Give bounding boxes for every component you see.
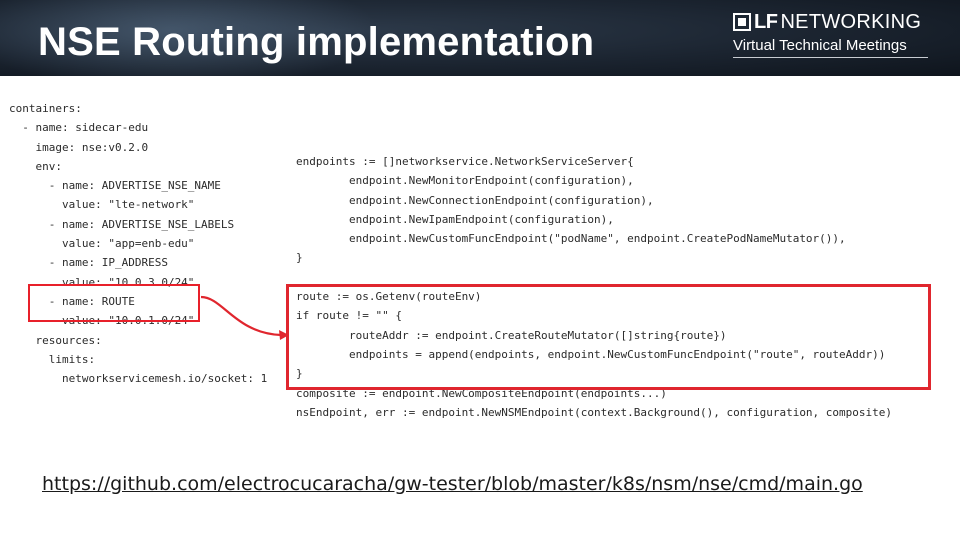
yaml-line: env: [9,159,62,173]
yaml-line: - name: ADVERTISE_NSE_LABELS [9,217,235,231]
go-line: routeAddr := endpoint.CreateRouteMutator… [296,328,727,342]
go-line: endpoints := []networkservice.NetworkSer… [296,155,634,168]
yaml-line: - name: sidecar-edu [9,121,149,135]
yaml-line: resources: [9,333,102,347]
github-source-link[interactable]: https://github.com/electrocucaracha/gw-t… [42,473,863,495]
yaml-line: - name: IP_ADDRESS [9,256,168,270]
go-line: endpoint.NewConnectionEndpoint(configura… [296,193,654,207]
yaml-line: - name: ADVERTISE_NSE_NAME [9,179,221,193]
logo-subtitle: Virtual Technical Meetings [733,37,928,58]
route-code-highlight-box [286,284,931,390]
go-line: if route != "" { [296,309,402,323]
yaml-line: image: nse:v0.2.0 [9,140,149,154]
yaml-line: value: "app=enb-edu" [9,237,195,251]
lf-networking-logo: LF NETWORKING Virtual Technical Meetings [733,10,928,58]
header-banner: NSE Routing implementation LF NETWORKING… [0,0,960,76]
lf-square-icon [733,13,751,31]
go-line: endpoint.NewMonitorEndpoint(configuratio… [296,174,634,188]
route-env-highlight-box [28,284,200,322]
yaml-code-block: containers: - name: sidecar-edu image: n… [9,99,267,388]
arrow-icon [200,295,289,340]
go-code-block: endpoints := []networkservice.NetworkSer… [296,152,892,422]
go-line: } [296,251,303,265]
yaml-line: value: "lte-network" [9,198,195,212]
go-line: endpoint.NewIpamEndpoint(configuration), [296,212,614,226]
go-line: route := os.Getenv(routeEnv) [296,290,482,304]
yaml-line: networkservicemesh.io/socket: 1 [9,372,268,386]
yaml-line: - name: ROUTE [9,294,135,308]
logo-networking: NETWORKING [780,10,922,33]
go-line: endpoints = append(endpoints, endpoint.N… [296,347,886,361]
go-line: endpoint.NewCustomFuncEndpoint("podName"… [296,232,846,246]
go-line: } [296,367,303,381]
logo-lf: LF [754,10,778,33]
yaml-line: containers: [9,102,82,115]
yaml-line: limits: [9,352,96,366]
logo-wordmark: LF NETWORKING [733,10,928,34]
slide-title: NSE Routing implementation [38,20,595,64]
header-glow [0,0,380,76]
go-line: nsEndpoint, err := endpoint.NewNSMEndpoi… [296,405,893,419]
